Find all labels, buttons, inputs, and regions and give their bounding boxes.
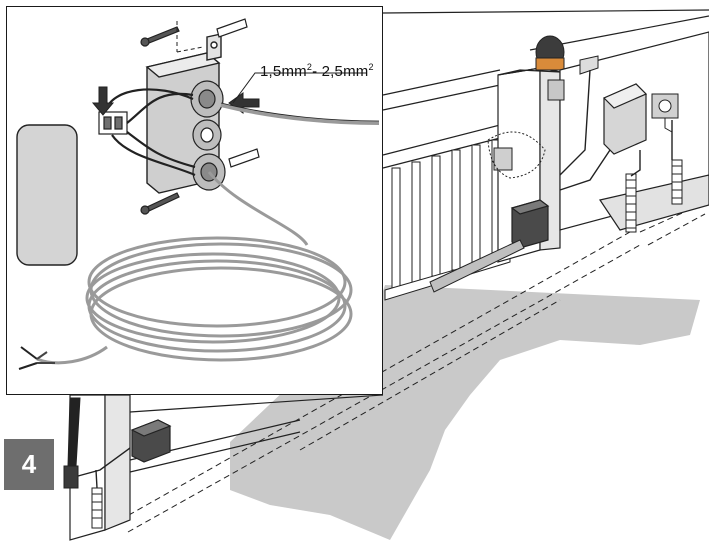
warning-light (535, 35, 565, 71)
cables-right (559, 69, 673, 191)
alignment-lines (176, 21, 204, 53)
left-motor (130, 419, 172, 463)
wall-anchors (216, 18, 260, 168)
detail-inset: 1,5mm2- 2,5mm2 (6, 6, 383, 395)
cable-coil (85, 236, 353, 362)
gate-motor (510, 199, 550, 249)
cable-min-size: 1,5mm (260, 63, 307, 80)
motor-arm (429, 239, 525, 293)
supply-cable (220, 103, 380, 125)
cable-max-exponent: 2 (368, 62, 374, 72)
left-photocell (63, 397, 81, 489)
junction-box-post (547, 79, 565, 101)
fence-rail (382, 9, 709, 169)
cable-glands (190, 80, 226, 191)
conduit-right (625, 159, 683, 233)
left-cables (77, 447, 131, 489)
cable-tails (18, 346, 55, 370)
insert-arrow-left (91, 86, 115, 116)
cable-end (36, 345, 108, 365)
wall-screws (140, 26, 180, 215)
key-switch (651, 93, 679, 133)
wall-bracket (579, 55, 599, 75)
cable-max-size: 2,5mm (321, 63, 369, 80)
photocell (487, 131, 546, 179)
cable-range-separator: - (312, 63, 322, 80)
junction-box-detail (16, 18, 380, 370)
cover-piece (16, 124, 78, 266)
control-box (602, 83, 648, 155)
step-number-badge: 4 (4, 439, 54, 490)
label-leader (232, 72, 367, 104)
cable-min-exponent: 2 (306, 62, 313, 72)
left-conduit (91, 487, 103, 529)
cable-cross-section-label: 1,5mm2- 2,5mm2 (260, 62, 374, 80)
